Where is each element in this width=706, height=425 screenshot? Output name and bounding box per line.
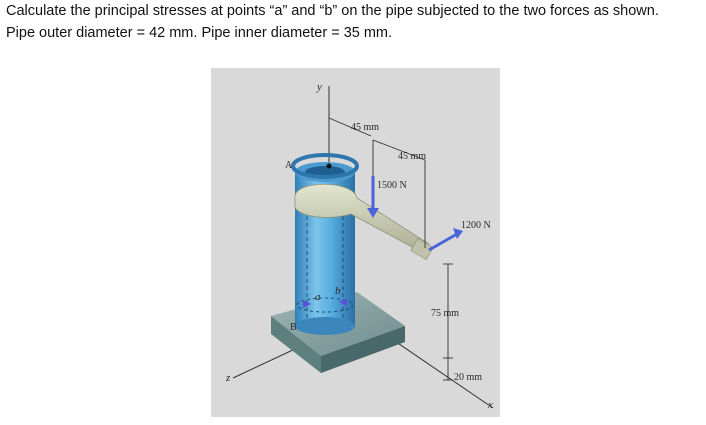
force-1200-label: 1200 N: [461, 220, 491, 231]
dim-45-right-label: 45 mm: [398, 151, 426, 162]
problem-line-2: Pipe outer diameter = 42 mm. Pipe inner …: [6, 25, 393, 41]
label-b: b: [335, 285, 341, 297]
label-a: a: [315, 291, 321, 303]
label-A: A: [285, 160, 293, 171]
problem-line-1: Calculate the principal stresses at poin…: [6, 3, 659, 19]
dimension-lines: [328, 117, 453, 381]
photo-background: [211, 68, 500, 417]
force-1500-label: 1500 N: [377, 180, 407, 191]
force-1500-arrow: [367, 176, 379, 218]
dim-45-top-label: 45 mm: [351, 122, 379, 133]
force-1200-arrow: [428, 228, 463, 252]
dim-20-label: 20 mm: [454, 372, 482, 383]
problem-statement: Calculate the principal stresses at poin…: [6, 0, 702, 44]
dim-75-label: 75 mm: [431, 308, 459, 319]
point-markers: [303, 298, 347, 308]
pipe-center-dot: [326, 163, 332, 169]
x-axis-label: x: [487, 399, 493, 411]
y-axis-label: y: [316, 81, 322, 93]
z-axis-label: z: [225, 372, 231, 384]
wrench-arm: [294, 183, 434, 260]
pipe-top-rim: [291, 153, 359, 179]
label-B: B: [290, 322, 297, 333]
pipe-figure: y A B a b 45 mm 45 mm 1500 N 1200 N 75 m…: [211, 68, 500, 417]
